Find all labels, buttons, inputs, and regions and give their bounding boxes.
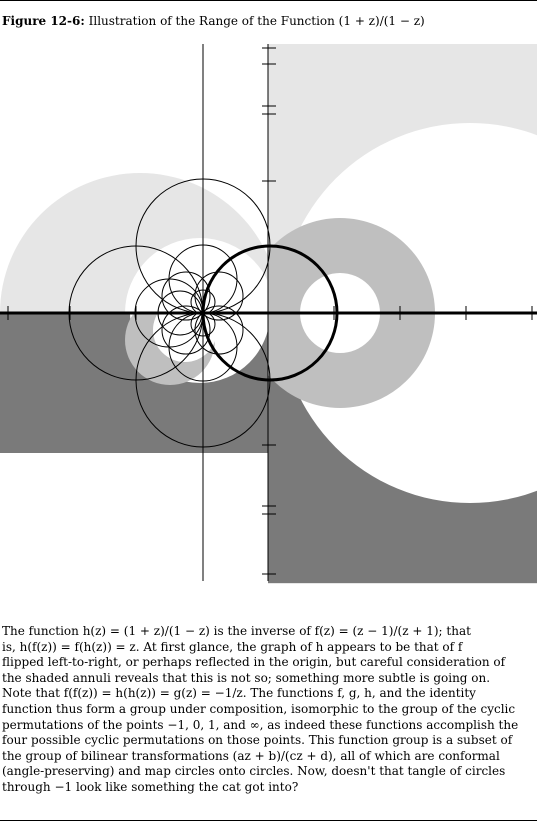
paragraph-line: permutations of the points −1, 0, 1, and… <box>2 717 519 732</box>
figure-caption: Figure 12-6: Illustration of the Range o… <box>2 14 425 28</box>
paragraph-line: is, h(f(z)) = f(h(z)) = z. At first glan… <box>2 639 463 654</box>
range-illustration <box>0 44 537 584</box>
paragraph-line: the shaded annuli reveals that this is n… <box>2 670 491 685</box>
imag-axis-ticks <box>262 47 276 575</box>
paragraph-line: (angle-preserving) and map circles onto … <box>2 764 506 779</box>
paragraph-line: the group of bilinear transformations (a… <box>2 748 500 763</box>
tangle-circle <box>194 271 244 321</box>
paragraph-line: through −1 look like something the cat g… <box>2 779 299 794</box>
tangle-circle <box>161 271 211 321</box>
figure-title: Illustration of the Range of the Functio… <box>88 14 425 28</box>
paragraph-line: four possible cyclic permutations on tho… <box>2 733 513 748</box>
figure-label: Figure 12-6: <box>2 14 85 28</box>
paragraph-line: Note that f(f(z)) = h(h(z)) = g(z) = −1/… <box>2 686 476 701</box>
top-rule <box>0 0 537 1</box>
paragraph-line: The function h(z) = (1 + z)/(1 − z) is t… <box>2 624 471 638</box>
axes <box>0 44 537 581</box>
real-axis-ticks <box>7 306 533 320</box>
paragraph-line: function thus form a group under composi… <box>2 701 516 716</box>
tangle-circle <box>161 305 211 355</box>
tangle-circle <box>194 305 244 355</box>
paragraph-line: flipped left-to-right, or perhaps reflec… <box>2 655 506 670</box>
bottom-rule <box>0 820 537 821</box>
explanation-paragraph: The function h(z) = (1 + z)/(1 − z) is t… <box>2 624 535 796</box>
